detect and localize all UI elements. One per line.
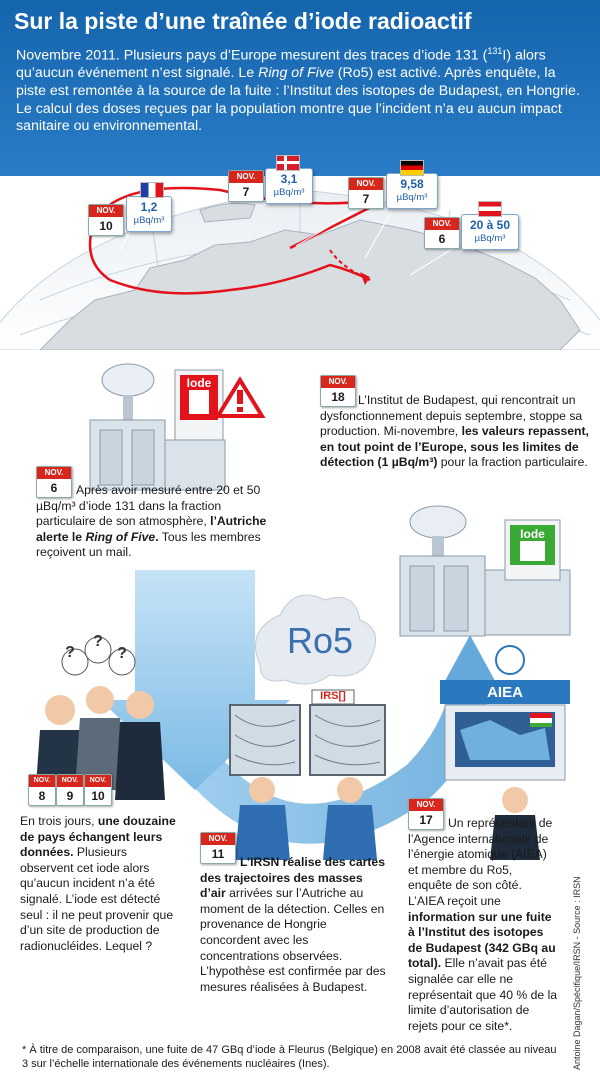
calendar-nov-6-icon: NOV. 6 [424,217,460,249]
step-text-part: L’Institut de Budapest, qui rencontrait … [320,393,583,439]
irsn-screens-illustration [229,689,386,860]
callout-denmark: 3,1 µBq/m³ [265,168,313,204]
callout-value: 1,2 [140,200,158,214]
step-text-bold: une douzaine de pays échangent leurs don… [20,814,176,860]
step-text-part: Tous les membres reçoivent un mail. [36,529,261,560]
trajectory-arrow-icon [360,272,370,285]
calendar-day: 8 [38,789,46,803]
calendar-nov-7-icon: NOV. 7 [228,170,264,202]
calendar-month: NOV. [37,467,71,479]
step-text-part: arrivées sur l’Autriche au moment de la … [200,886,386,994]
step-text-bold: information sur une fuite à l’Institut d… [408,909,556,971]
calendar-nov-6b-icon: NOV. 6 [36,466,72,498]
callout-unit: µBq/m³ [396,192,428,203]
calendar-day: 10 [99,219,113,233]
step-nov11-text: L’IRSN réalise des cartes des trajectoir… [200,855,390,995]
austria-flag-icon [478,201,502,217]
calendar-day: 6 [438,232,446,246]
calendar-nov-10b-icon: NOV. 10 [84,774,112,806]
credit: Antoine Dagan/Spécifique/IRSN - Source :… [572,876,582,1070]
callout-germany: 9,58 µBq/m³ [386,173,438,209]
irsn-logo: IRS[] [320,690,346,702]
step-nov8-10-text: En trois jours, une douzaine de pays éch… [20,814,182,954]
callout-value: 3,1 [280,172,298,186]
calendar-nov-11-icon: NOV. 11 [200,832,236,864]
germany-flag-icon [400,160,424,176]
calendar-month: NOV. [57,775,83,787]
calendar-day: 18 [331,390,345,404]
step-text-bold-italic: Ring of Five [85,529,156,544]
intro-ring-of-five: Ring of Five [258,65,334,82]
calendar-nov-9-icon: NOV. 9 [56,774,84,806]
calendar-day: 9 [66,789,74,803]
step-text-part: Plusieurs observent cet iode alors qu’au… [20,845,174,953]
calendar-day: 7 [362,192,370,206]
callout-france: 1,2 µBq/m³ [126,196,172,232]
intro-text: Novembre 2011. Plusieurs pays d’Europe m… [16,43,588,136]
calendar-nov-7b-icon: NOV. 7 [348,177,384,209]
question-mark-3: ? [117,645,127,662]
step-nov17-text: Un représentant de l’Agence internationa… [408,816,558,1034]
aiea-label: AIEA [487,684,523,701]
callout-value: 20 à 50 [469,218,511,232]
step-text-bold: les valeurs repassent, en tout point de … [320,424,589,470]
intro-isotope: 131 [487,46,503,56]
calendar-nov-8-icon: NOV. 8 [28,774,56,806]
calendar-month: NOV. [29,775,55,787]
calendar-day: 11 [211,847,225,861]
calendar-day: 6 [50,481,58,495]
france-flag-icon [140,182,164,198]
ro5-logo: Ro5 [286,620,354,661]
calendar-month: NOV. [89,205,123,217]
callout-austria: 20 à 50 µBq/m³ [461,214,519,250]
step-nov18-text: L’Institut de Budapest, qui rencontrait … [320,393,595,471]
question-mark-2: ? [93,633,103,650]
step-text-bold: l’Autriche alerte le Ring of Five. [36,514,266,544]
step-text-bold-part: l’Autriche alerte le [36,514,267,544]
denmark-flag-icon [276,155,300,171]
calendar-nov-18-icon: NOV. 18 [320,375,356,407]
iode-label: Iode [186,376,212,390]
calendar-month: NOV. [409,799,443,811]
intro-part: Novembre 2011. Plusieurs pays d’Europe m… [16,47,488,64]
calendar-day: 10 [91,789,105,803]
calendar-nov-10-icon: NOV. 10 [88,204,124,236]
calendar-nov-17-icon: NOV. 17 [408,798,444,830]
page-title: Sur la piste d’une traînée d’iode radioa… [14,8,472,34]
step-text-bold-part: . [155,529,159,544]
callout-unit: µBq/m³ [133,215,165,226]
calendar-month: NOV. [321,376,355,388]
intro-part: (Ro5) est activé. Après enquête, la pist… [16,65,580,135]
austria-station-illustration [89,363,266,491]
calendar-month: NOV. [229,171,263,183]
question-mark-1: ? [65,644,75,661]
header-banner [0,0,600,176]
step-text-part: Elle n’avait pas été signalée car elle n… [408,956,558,1033]
step-nov6-text: Après avoir mesuré entre 20 et 50 µBq/m³… [36,483,268,561]
calendar-month: NOV. [425,218,459,230]
europe-landmass [39,219,581,350]
calendar-month: NOV. [349,178,383,190]
intro-part: I) alors qu’aucun événement n’est signal… [16,47,546,82]
budapest-station-illustration [399,505,571,637]
callout-value: 9,58 [400,177,424,191]
step-text-bold: L’IRSN réalise des cartes des trajectoir… [200,855,385,901]
aiea-building-illustration [440,645,570,860]
calendar-day: 7 [242,185,250,199]
calendar-month: NOV. [85,775,111,787]
iode-label-budapest: Iode [520,527,545,541]
step-text-part: Après avoir mesuré entre 20 et 50 µBq/m³… [36,483,261,529]
callout-unit: µBq/m³ [474,233,506,244]
callout-unit: µBq/m³ [273,187,305,198]
footnote: * À titre de comparaison, une fuite de 4… [22,1044,557,1070]
flow-arc-head [440,635,500,690]
step-text-part: En trois jours, [20,814,98,828]
step-text-part: pour la fraction particulaire. [437,455,588,470]
calendar-day: 17 [419,813,433,827]
ro5-cloud-icon [255,594,377,685]
calendar-month: NOV. [201,833,235,845]
step-text-part: Un représentant de l’Agence internationa… [408,816,553,908]
